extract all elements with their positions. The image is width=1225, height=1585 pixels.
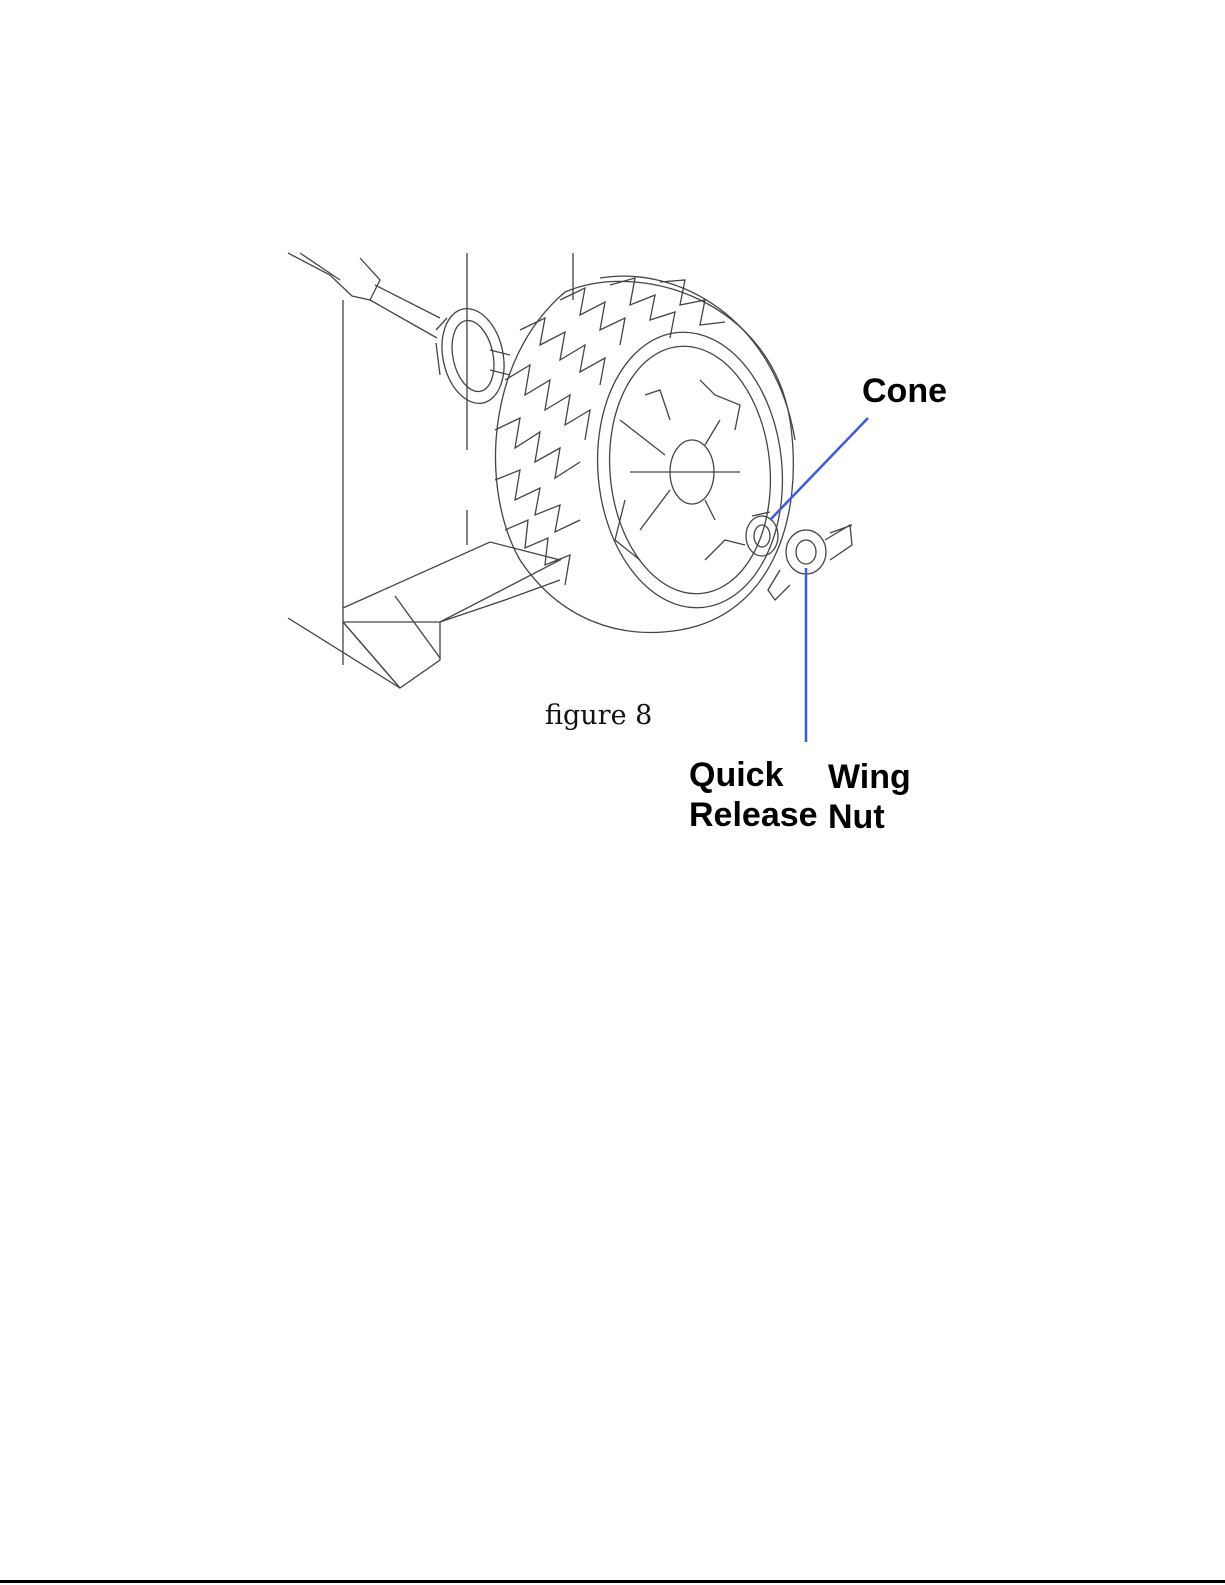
wing-nut-label-line2: Nut bbox=[828, 797, 885, 837]
wheel-rim bbox=[586, 325, 793, 616]
cone-label: Cone bbox=[862, 371, 947, 411]
tire bbox=[495, 276, 795, 632]
shaft-flange bbox=[434, 303, 513, 409]
wing-nut-label-line1: Wing bbox=[828, 757, 911, 797]
page-bottom-rule bbox=[0, 1580, 1225, 1583]
wing-nut-part bbox=[768, 525, 852, 600]
machine-body bbox=[288, 253, 573, 688]
cone-leader-line bbox=[770, 418, 868, 520]
quick-release-label-line1: Quick bbox=[689, 755, 783, 795]
figure-caption: figure 8 bbox=[545, 700, 652, 731]
quick-release-label-line2: Release bbox=[689, 795, 818, 835]
